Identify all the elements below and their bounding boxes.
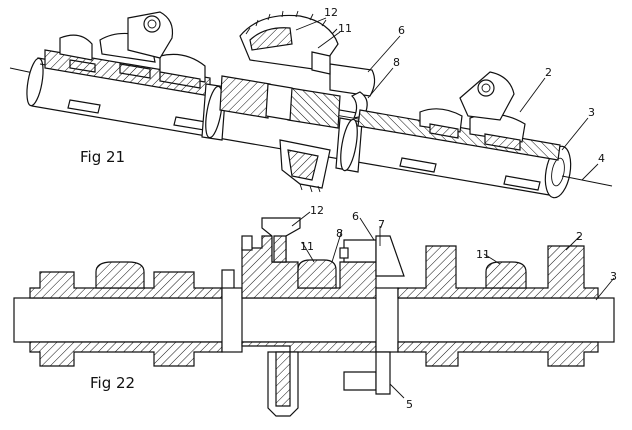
fig21-label-11: 11 xyxy=(338,22,352,35)
fig21-label-6: 6 xyxy=(398,24,405,37)
shaft-support-blocks-21 xyxy=(67,99,541,191)
fig21-label-3: 3 xyxy=(588,106,595,119)
fig21-label-12: 12 xyxy=(324,6,338,19)
fig21-label-8: 8 xyxy=(393,56,400,69)
fig21-caption: Fig 21 xyxy=(80,148,125,166)
rocker-arm-right-21 xyxy=(459,71,515,121)
rocker-arm-left-21 xyxy=(127,11,174,59)
fig22-label-11b: 11 xyxy=(476,248,490,261)
fig22-caption: Fig 22 xyxy=(90,374,135,392)
collar-left-22 xyxy=(221,287,243,353)
actuator-6-22 xyxy=(339,235,405,277)
fig21-label-2: 2 xyxy=(545,66,552,79)
actuator-5-22 xyxy=(343,351,391,395)
collar-right-22 xyxy=(375,287,399,353)
lever-6-21 xyxy=(311,51,376,119)
fig21-label-4: 4 xyxy=(598,152,605,165)
fig22-label-11a: 11 xyxy=(300,240,314,253)
figure-22: 12 8 11 6 7 11 2 3 5 Fig 22 xyxy=(13,204,617,417)
leader-lines-21 xyxy=(295,17,599,181)
fig22-label-5: 5 xyxy=(406,398,413,411)
gear-lower-22 xyxy=(267,351,299,417)
fig22-label-2: 2 xyxy=(576,230,583,243)
cam-lobe-11-center-22 xyxy=(297,259,337,289)
fig22-label-8: 8 xyxy=(336,227,343,240)
figure-21: 12 11 6 8 2 3 4 Fig 21 xyxy=(9,6,613,199)
cam-lobes-right-21 xyxy=(357,108,561,161)
cam-lobes-left-22 xyxy=(29,261,223,367)
fig22-label-3: 3 xyxy=(610,270,617,283)
leader-lines-22 xyxy=(291,211,615,399)
fig22-label-6: 6 xyxy=(352,210,359,223)
fig22-label-12: 12 xyxy=(310,204,324,217)
camshaft-22 xyxy=(13,297,615,343)
gear-12-22 xyxy=(261,217,301,263)
fig22-label-7: 7 xyxy=(378,218,385,231)
collar-rings-21 xyxy=(201,83,363,173)
axis-line-right xyxy=(561,175,613,187)
cam-lobes-left-21 xyxy=(44,32,211,97)
cam-lobes-right-22 xyxy=(397,245,599,367)
gear-lower-21 xyxy=(279,139,331,193)
hub-section-21 xyxy=(219,75,341,129)
